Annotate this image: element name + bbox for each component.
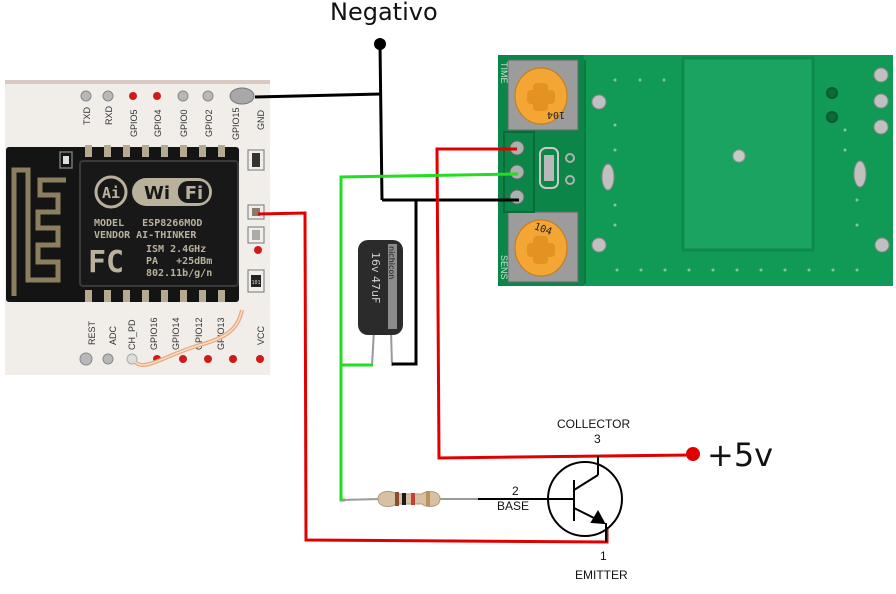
fcc-logo: FC [88,245,124,280]
svg-text:TXD: TXD [82,106,92,125]
svg-text:GPIO13: GPIO13 [216,317,226,350]
chip-vendor-text: VENDOR AI-THINKER [94,230,197,241]
fi-logo-text: Fi [185,183,203,204]
chip-model-text: MODEL ESP8266MOD [94,218,202,229]
chip-ism-text: ISM 2.4GHz [146,244,206,255]
negative-terminal-dot [374,38,386,50]
svg-text:GPIO15: GPIO15 [231,107,241,140]
esp-bottom-pin-labels: REST ADC CH_PD GPIO16 GPIO14 GPIO12 GPIO… [87,317,266,350]
esp-bottom-pads [85,290,225,302]
svg-text:GPIO0: GPIO0 [179,109,189,137]
svg-text:CH_PD: CH_PD [127,319,137,350]
esp-side-components: 101 [247,149,265,293]
svg-text:GPIO4: GPIO4 [153,109,163,137]
svg-text:RXD: RXD [104,105,114,125]
npn-transistor [545,456,623,542]
base-label: BASE [497,499,530,513]
emitter-label: EMITTER [575,568,628,582]
svg-text:GPIO14: GPIO14 [171,317,181,350]
esp-top-pin-labels: TXD RXD GPIO5 GPIO4 GPIO0 GPIO2 GPIO15 G… [82,105,266,140]
radar-pin-gnd [509,189,525,205]
svg-text:GPIO2: GPIO2 [204,109,214,137]
base-pin-number: 2 [512,484,519,498]
rf-antenna-patch [681,56,815,252]
gnd-solder-joint [229,87,255,105]
electrolytic-capacitor: 16v 47uF nichicon [358,240,403,367]
svg-text:ADC: ADC [108,325,118,345]
supply-voltage-label: +5v [707,436,774,474]
negative-label: Negativo [330,0,438,26]
esp-bottom-header [79,352,264,366]
capacitor-marking: 16v 47uF [369,252,382,303]
esp-top-header [80,87,255,105]
sens-label: SENS [499,255,509,280]
chip-standard-text: 802.11b/g/n [146,268,212,279]
svg-text:104: 104 [547,109,565,120]
collector-label: COLLECTOR [557,417,631,431]
svg-text:GPIO16: GPIO16 [149,317,159,350]
ai-logo-text: Ai [102,184,120,202]
emitter-pin-number: 1 [600,549,607,563]
svg-text:GPIO5: GPIO5 [129,109,139,137]
ai-thinker-logo [94,175,128,209]
signal-wires [339,172,519,502]
chip-pa-text: PA +25dBm [146,256,212,267]
plus5v-terminal-dot [686,447,700,461]
esp-top-pads [85,145,225,157]
time-label: TIME [499,62,509,84]
radar-sensor-module: 104 TIME 104 SENS [498,55,893,286]
base-resistor [340,490,545,508]
wifi-logo-text: Wi [144,183,170,204]
radar-pin-out [509,164,525,180]
capacitor-brand: nichicon [387,246,396,279]
collector-pin-number: 3 [594,432,601,446]
svg-text:VCC: VCC [256,325,266,345]
svg-text:GPIO12: GPIO12 [194,317,204,350]
svg-text:REST: REST [87,320,97,345]
svg-text:GND: GND [256,110,266,131]
svg-text:101: 101 [251,280,260,286]
ground-wires [254,43,519,366]
antenna-trace [11,167,66,296]
esp8266-module: Ai Wi Fi MODEL ESP8266MOD VENDOR AI-THIN… [5,80,270,375]
